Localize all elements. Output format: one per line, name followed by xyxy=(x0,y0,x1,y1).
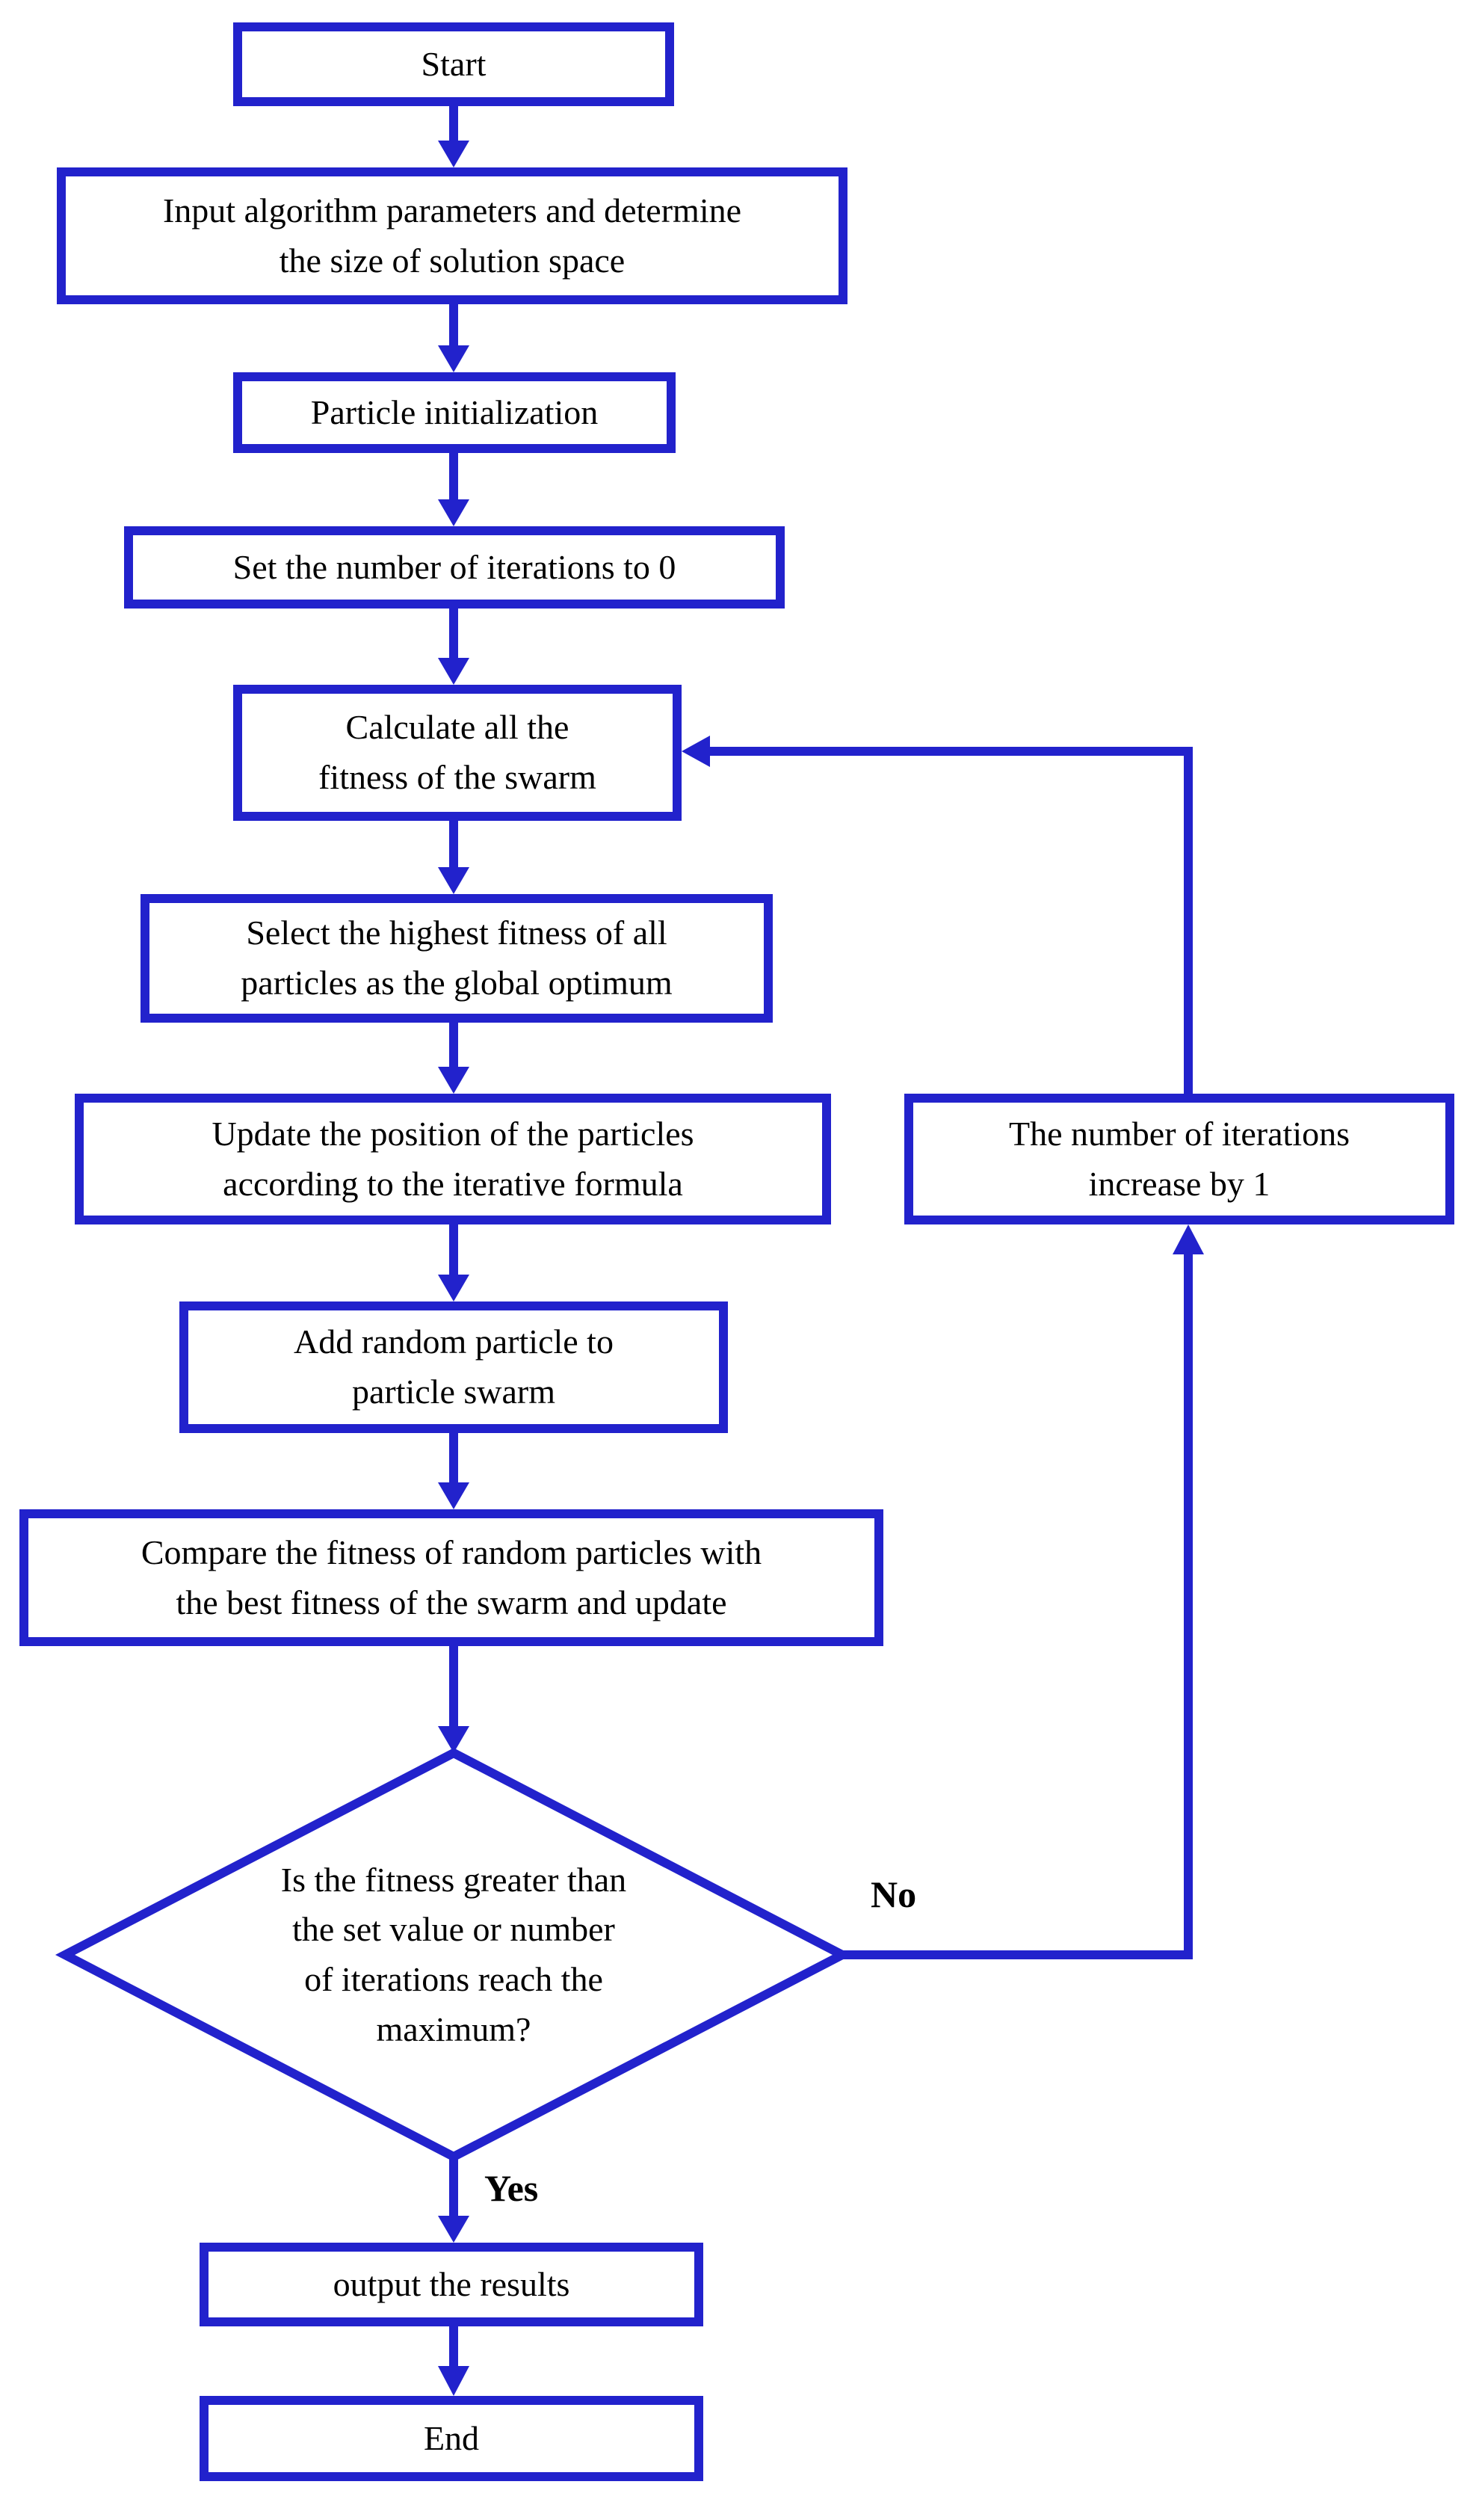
edge-label-no: No xyxy=(871,1873,917,1915)
node-select-highest-label: Select the highest fitness of all partic… xyxy=(241,914,673,1002)
node-increase-iterations-label: The number of iterations increase by 1 xyxy=(1008,1114,1350,1203)
node-end-label: End xyxy=(423,2418,480,2457)
node-set-iterations: Set the number of iterations to 0 xyxy=(124,526,785,609)
node-add-random: Add random particle to particle swarm xyxy=(179,1301,728,1433)
node-end: End xyxy=(200,2396,703,2481)
arrow-set-to-calc xyxy=(438,609,469,685)
node-particle-init-label: Particle initialization xyxy=(310,392,599,431)
node-set-iterations-label: Set the number of iterations to 0 xyxy=(232,547,676,586)
arrow-calc-to-select xyxy=(438,821,469,894)
arrow-update-to-addrandom xyxy=(438,1224,469,1301)
node-start-label: Start xyxy=(421,44,487,83)
node-particle-init: Particle initialization xyxy=(233,372,676,453)
node-calc-fitness: Calculate all the fitness of the swarm xyxy=(233,685,682,821)
arrow-input-to-init xyxy=(438,304,469,372)
arrow-start-to-input xyxy=(438,106,469,167)
node-update-position-label: Update the position of the particles acc… xyxy=(211,1114,694,1203)
arrow-addrandom-to-compare xyxy=(438,1433,469,1509)
node-compare-fitness-label: Compare the fitness of random particles … xyxy=(141,1532,762,1621)
node-input-params: Input algorithm parameters and determine… xyxy=(57,167,847,304)
arrow-select-to-update xyxy=(438,1023,469,1094)
arrow-decision-no-to-iterations xyxy=(842,1224,1204,1959)
arrow-decision-yes-to-output xyxy=(438,2157,469,2243)
node-decision: Is the fitness greater than the set valu… xyxy=(214,1835,693,2074)
node-increase-iterations: The number of iterations increase by 1 xyxy=(904,1094,1454,1224)
node-decision-label: Is the fitness greater than the set valu… xyxy=(280,1860,627,2048)
node-update-position: Update the position of the particles acc… xyxy=(75,1094,831,1224)
arrow-iterations-to-calc xyxy=(682,736,1193,1094)
node-add-random-label: Add random particle to particle swarm xyxy=(294,1322,614,1411)
arrow-init-to-set xyxy=(438,453,469,526)
node-select-highest: Select the highest fitness of all partic… xyxy=(141,894,773,1023)
node-compare-fitness: Compare the fitness of random particles … xyxy=(19,1509,883,1646)
arrow-output-to-end xyxy=(438,2326,469,2396)
node-calc-fitness-label: Calculate all the fitness of the swarm xyxy=(318,708,596,796)
arrow-compare-to-decision xyxy=(438,1646,469,1753)
node-output-results: output the results xyxy=(200,2243,703,2326)
node-input-params-label: Input algorithm parameters and determine… xyxy=(162,191,742,280)
node-output-results-label: output the results xyxy=(333,2264,570,2303)
node-start: Start xyxy=(233,22,674,106)
edge-label-yes: Yes xyxy=(484,2167,539,2209)
